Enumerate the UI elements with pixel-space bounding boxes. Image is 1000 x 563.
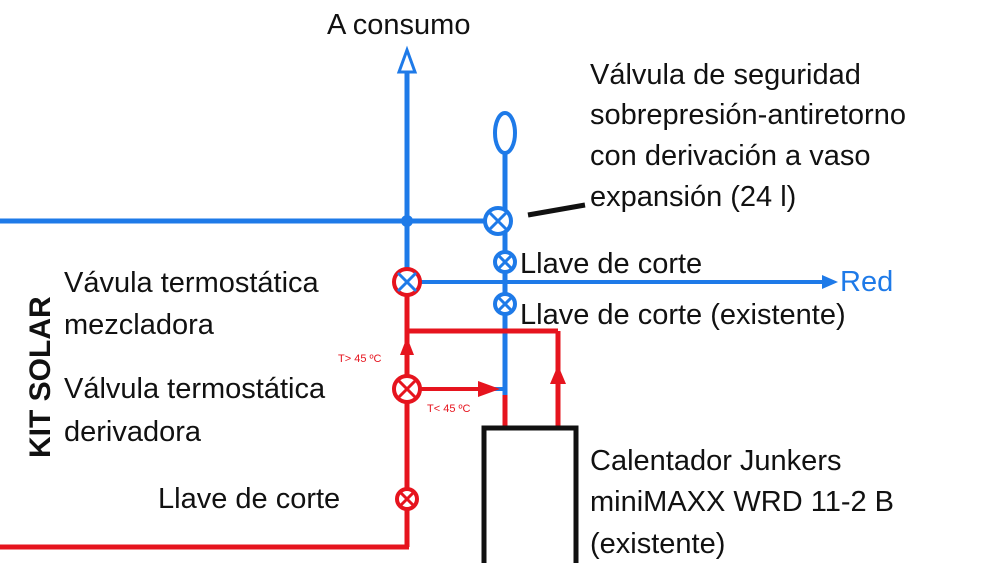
mixing-valve-label-line-2: mezcladora <box>64 309 215 341</box>
existing-cutoff-valve-label: Llave de corte (existente) <box>520 299 846 331</box>
existing-cutoff-valve-icon <box>493 292 517 316</box>
diverter-valve-icon <box>392 374 422 404</box>
mixing-valve-label-line-1: Vávula termostática <box>64 267 320 299</box>
a-consumo-label: A consumo <box>327 9 470 41</box>
security-valve-label: Válvula de seguridad sobrepresión-antire… <box>590 59 906 213</box>
security-valve-icon <box>483 206 513 236</box>
heater-label-line-1: Calentador Junkers <box>590 445 841 477</box>
bottom-cutoff-valve-label: Llave de corte <box>158 483 340 515</box>
temp-low-label: T< 45 ºC <box>427 403 471 415</box>
cutoff-valve-icon <box>493 250 517 274</box>
diverter-valve-label-line-2: derivadora <box>64 416 202 448</box>
temp-high-label: T> 45 ºC <box>338 353 382 365</box>
mixing-valve-label: Vávula termostática mezcladora <box>64 267 320 341</box>
diverter-arrow-icon <box>478 381 500 397</box>
red-arrow-icon <box>822 275 838 289</box>
hot-outlet-arrow-icon <box>550 365 566 384</box>
diverter-valve-label-line-1: Válvula termostática <box>64 373 326 405</box>
consumo-arrow-icon <box>396 45 418 74</box>
security-valve-label-line-1: Válvula de seguridad <box>590 59 861 91</box>
security-valve-label-line-2: sobrepresión-antiretorno <box>590 99 906 131</box>
bottom-cutoff-valve-icon <box>395 487 419 511</box>
heater-label-line-3: (existente) <box>590 528 725 560</box>
security-valve-leader-line <box>527 202 586 218</box>
security-valve-label-line-3: con derivación a vaso <box>590 140 871 172</box>
expansion-vessel-icon <box>493 111 517 155</box>
mixing-valve-icon <box>392 267 422 297</box>
heater-outline <box>481 425 579 563</box>
junction-dot <box>401 215 413 227</box>
security-valve-label-line-4: expansión (24 l) <box>590 181 796 213</box>
diverter-valve-label: Válvula termostática derivadora <box>64 373 326 448</box>
hot-up-arrow-icon <box>400 337 414 355</box>
heater-label: Calentador Junkers miniMAXX WRD 11-2 B (… <box>590 445 894 560</box>
red-label: Red <box>840 266 893 298</box>
cutoff-valve-label: Llave de corte <box>520 248 702 280</box>
heater-label-line-2: miniMAXX WRD 11-2 B <box>590 486 894 518</box>
kit-solar-label: KIT SOLAR <box>24 296 57 458</box>
